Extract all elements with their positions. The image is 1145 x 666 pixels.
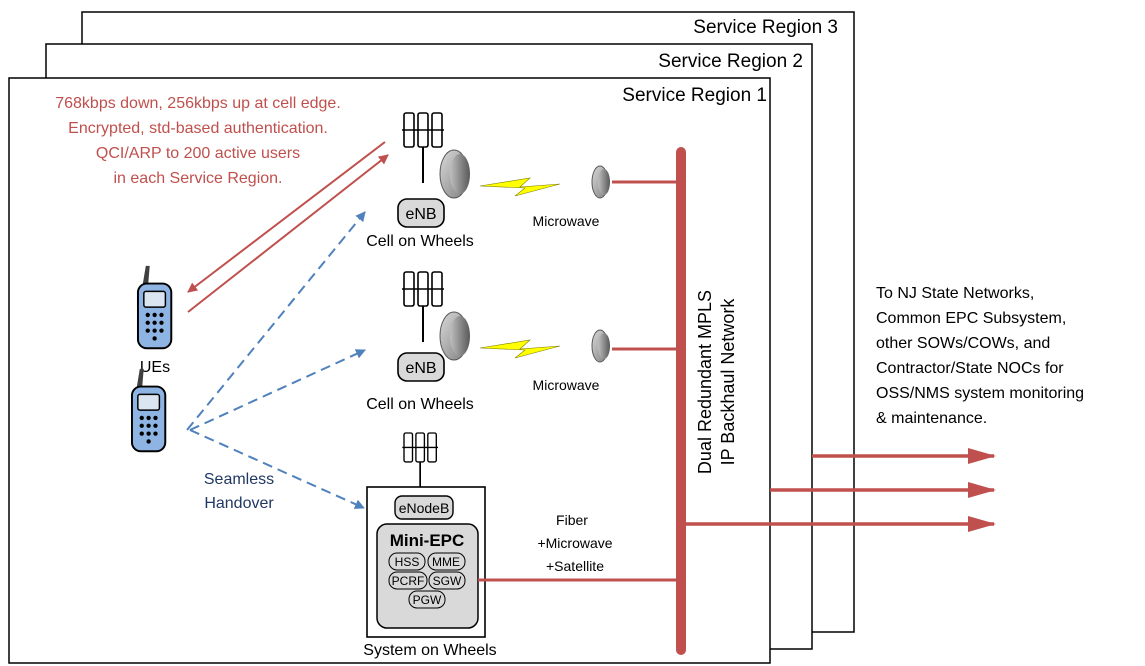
external-note-line-3: other SOWs/COWs, and: [876, 335, 1050, 352]
node-mme-box: [427, 552, 466, 571]
node-pgw-box: [408, 590, 446, 609]
handover-label-line-1: Seamless: [204, 471, 274, 488]
sow-epc-box: [376, 523, 479, 629]
cow1-lightning-icon: [479, 177, 561, 197]
cow1-link-label: Microwave: [533, 213, 600, 229]
sow-site: eNodeB Mini-EPC HSS MME PCRF SGW PGW Sys…: [363, 432, 681, 659]
performance-note-line-1: 768kbps down, 256kbps up at cell edge.: [55, 95, 341, 112]
external-note: To NJ State Networks, Common EPC Subsyst…: [876, 285, 1084, 427]
handover-label-line-2: Handover: [204, 495, 274, 512]
backhaul-label: Dual Redundant MPLS IP Backhaul Network: [695, 290, 738, 474]
service-region-1-label: Service Region 1: [622, 85, 767, 106]
handover-arrows: [186, 211, 366, 509]
ues-label: UEs: [140, 359, 170, 376]
sow-link-label-line-2: +Microwave: [537, 535, 612, 551]
node-hss-label: HSS: [395, 555, 420, 569]
backhaul-label-line-1: Dual Redundant MPLS: [695, 290, 715, 474]
cow2-link-label: Microwave: [533, 377, 600, 393]
service-region-3-label: Service Region 3: [693, 17, 838, 38]
outbound-arrows: [681, 448, 996, 532]
sow-epc-title: Mini-EPC: [390, 531, 465, 550]
performance-note-line-4: in each Service Region.: [114, 170, 283, 187]
sow-enodeb-label: eNodeB: [399, 500, 450, 516]
sow-enodeb-box: [394, 495, 454, 520]
sow-link-label: Fiber +Microwave +Satellite: [537, 512, 612, 574]
sow-epc-nodes: HSS MME PCRF SGW PGW: [388, 552, 466, 609]
external-note-line-4: Contractor/State NOCs for: [876, 360, 1064, 377]
external-note-line-6: & maintenance.: [876, 410, 987, 427]
service-region-1-box: [8, 77, 771, 664]
cow1-enb-label: eNB: [405, 206, 436, 223]
uplink-arrow: [187, 154, 389, 313]
cow1-site: eNB Cell on Wheels Microwave: [366, 112, 681, 250]
handover-arrow-cow2: [189, 349, 366, 431]
node-pcrf-box: [388, 571, 428, 590]
node-mme-label: MME: [432, 555, 460, 569]
backhaul-label-line-2: IP Backhaul Network: [718, 298, 738, 466]
performance-note: 768kbps down, 256kbps up at cell edge. E…: [55, 95, 341, 187]
sow-caption: System on Wheels: [363, 642, 496, 659]
performance-note-line-2: Encrypted, std-based authentication.: [68, 120, 328, 137]
service-region-2-label: Service Region 2: [658, 51, 803, 72]
sow-link-label-line-1: Fiber: [556, 512, 588, 528]
cow2-site: eNB Cell on Wheels Microwave: [366, 271, 681, 413]
handover-label: Seamless Handover: [204, 471, 274, 512]
external-note-line-2: Common EPC Subsystem,: [876, 310, 1066, 327]
node-sgw-label: SGW: [433, 574, 462, 588]
cow2-enb-label: eNB: [405, 360, 436, 377]
node-sgw-box: [428, 571, 466, 590]
downlink-arrow: [187, 141, 386, 293]
cow2-enb-box: [397, 352, 445, 382]
cow1-enb-box: [397, 198, 445, 228]
node-pgw-label: PGW: [413, 593, 442, 607]
sow-link-label-line-3: +Satellite: [546, 558, 604, 574]
external-note-line-1: To NJ State Networks,: [876, 285, 1034, 302]
cow1-caption: Cell on Wheels: [366, 233, 474, 250]
cow2-lightning-icon: [479, 339, 561, 359]
external-note-line-5: OSS/NMS system monitoring: [876, 385, 1084, 402]
cow2-caption: Cell on Wheels: [366, 396, 474, 413]
node-pcrf-label: PCRF: [392, 574, 425, 588]
node-hss-box: [388, 552, 426, 571]
performance-note-line-3: QCI/ARP to 200 active users: [96, 145, 300, 162]
